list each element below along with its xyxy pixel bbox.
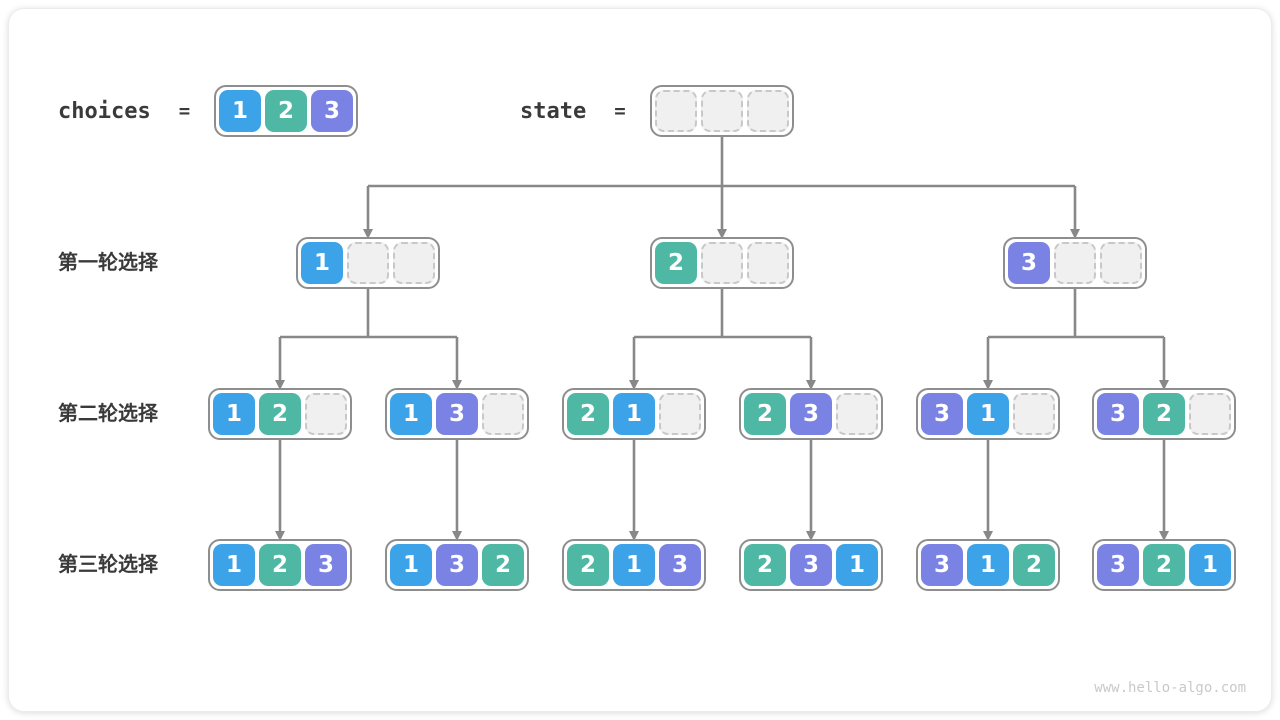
value-cell-2: 2 [744,393,786,435]
empty-cell [393,242,435,284]
empty-cell [701,90,743,132]
value-cell-2: 2 [655,242,697,284]
tree-node-round1-2: 2 [650,237,794,289]
value-cell-2: 2 [1143,393,1185,435]
value-cell-3: 3 [790,393,832,435]
choices-equals-sign: = [178,100,191,122]
value-cell-3: 3 [1097,544,1139,586]
empty-cell [747,242,789,284]
value-cell-2: 2 [567,393,609,435]
value-cell-1: 1 [213,544,255,586]
value-cell-2: 2 [1013,544,1055,586]
value-cell-1: 1 [301,242,343,284]
round-3-label: 第三轮选择 [58,554,158,576]
value-cell-3: 3 [659,544,701,586]
choices-label: choices [58,98,151,124]
value-cell-3: 3 [436,393,478,435]
round-2-label: 第二轮选择 [58,403,158,425]
value-cell-3: 3 [436,544,478,586]
value-cell-1: 1 [613,544,655,586]
empty-cell [1054,242,1096,284]
tree-node-round1-3: 3 [1003,237,1147,289]
empty-cell [305,393,347,435]
empty-cell [347,242,389,284]
value-cell-3: 3 [921,393,963,435]
value-cell-1: 1 [219,90,261,132]
value-cell-1: 1 [967,393,1009,435]
value-cell-1: 1 [1189,544,1231,586]
empty-cell [482,393,524,435]
empty-cell [1100,242,1142,284]
value-cell-3: 3 [790,544,832,586]
tree-node-round1-1: 1 [296,237,440,289]
value-cell-3: 3 [1097,393,1139,435]
value-cell-2: 2 [265,90,307,132]
state-label: state [520,98,587,124]
value-cell-3: 3 [311,90,353,132]
empty-cell [836,393,878,435]
value-cell-2: 2 [259,544,301,586]
value-cell-1: 1 [390,544,432,586]
watermark: www.hello-algo.com [1094,680,1246,696]
value-cell-3: 3 [305,544,347,586]
value-cell-2: 2 [482,544,524,586]
empty-cell [747,90,789,132]
state-equals-sign: = [614,100,626,122]
value-cell-2: 2 [567,544,609,586]
value-cell-1: 1 [967,544,1009,586]
empty-cell [655,90,697,132]
empty-cell [659,393,701,435]
empty-cell [701,242,743,284]
value-cell-1: 1 [836,544,878,586]
value-cell-1: 1 [613,393,655,435]
state-array-box [650,85,794,137]
value-cell-2: 2 [259,393,301,435]
value-cell-2: 2 [1143,544,1185,586]
state-declaration: state = [520,97,626,125]
value-cell-2: 2 [744,544,786,586]
value-cell-3: 3 [1008,242,1050,284]
empty-cell [1013,393,1055,435]
value-cell-1: 1 [213,393,255,435]
value-cell-3: 3 [921,544,963,586]
empty-cell [1189,393,1231,435]
choices-declaration: choices = [58,97,190,125]
value-cell-1: 1 [390,393,432,435]
round-1-label: 第一轮选择 [58,252,158,274]
